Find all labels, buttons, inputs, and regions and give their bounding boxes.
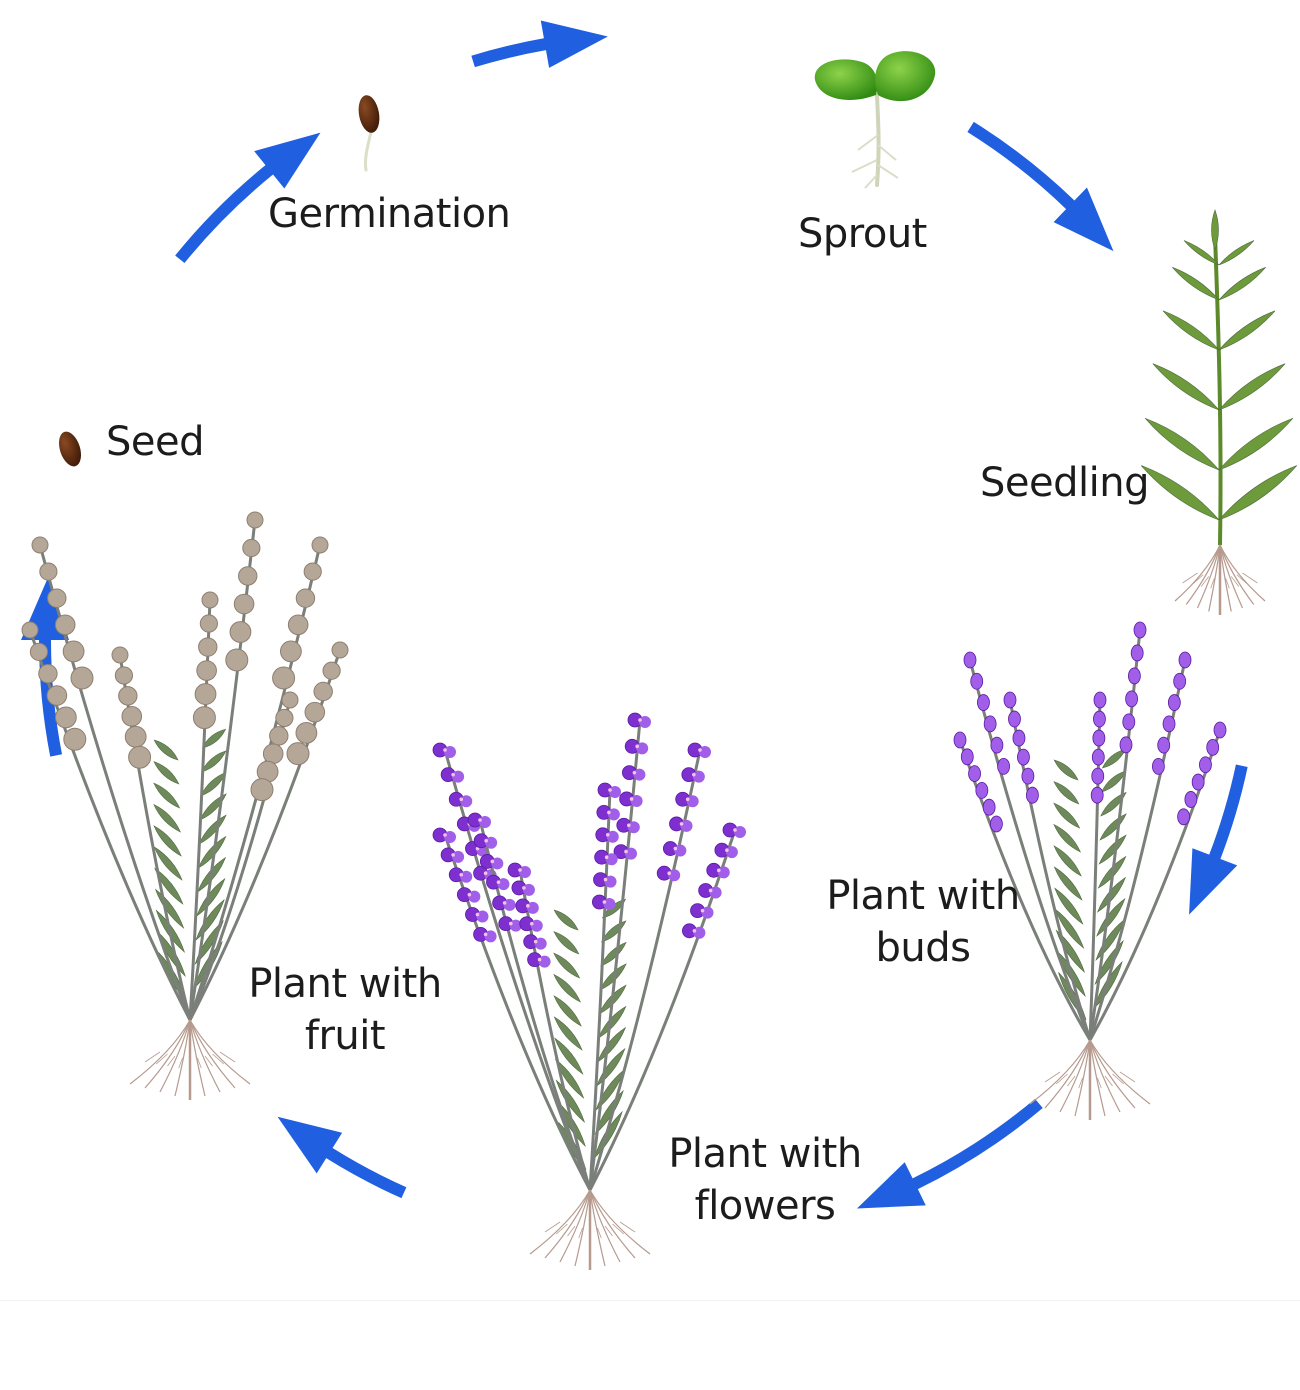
stage-label-sprout-text: Sprout	[798, 211, 927, 257]
bottom-divider	[0, 1300, 1300, 1301]
stage-label-seedling: Seedling	[980, 457, 1149, 509]
arrow-buds-down	[1189, 764, 1248, 915]
stage-label-flowers-line1: Plant with	[668, 1131, 862, 1177]
stage-label-flowers: Plant with flowers	[654, 1128, 876, 1232]
arrow-seed-to-germination	[175, 132, 321, 264]
arrow-flowers-to-fruit	[277, 1116, 407, 1199]
stage-label-flowers-line2: flowers	[694, 1183, 836, 1229]
germinating-seed-icon	[358, 95, 380, 172]
fruiting-lavender-icon	[21, 511, 349, 1100]
arrow-sprout-to-seedling	[967, 121, 1114, 252]
stage-label-germination: Germination	[268, 188, 511, 240]
stage-label-seed-text: Seed	[106, 419, 205, 465]
stage-label-seed: Seed	[106, 416, 205, 468]
stage-label-fruit-line1: Plant with	[248, 961, 442, 1007]
stage-label-buds: Plant with buds	[812, 870, 1034, 974]
stage-label-sprout: Sprout	[798, 208, 927, 260]
stage-label-fruit: Plant with fruit	[234, 958, 456, 1062]
stage-label-seedling-text: Seedling	[980, 460, 1149, 506]
arrow-buds-to-flowers	[856, 1098, 1043, 1209]
budding-lavender-icon	[953, 621, 1227, 1120]
stage-label-germination-text: Germination	[268, 191, 511, 237]
stage-label-fruit-line2: fruit	[304, 1013, 386, 1059]
seed-icon	[58, 431, 82, 467]
stage-label-buds-line1: Plant with	[826, 873, 1020, 919]
flowering-lavender-icon	[432, 712, 746, 1270]
sprout-icon	[814, 51, 936, 189]
arrow-germination-to-sprout	[471, 20, 608, 68]
stage-label-buds-line2: buds	[875, 925, 971, 971]
seedling-plant-icon	[1140, 209, 1298, 615]
